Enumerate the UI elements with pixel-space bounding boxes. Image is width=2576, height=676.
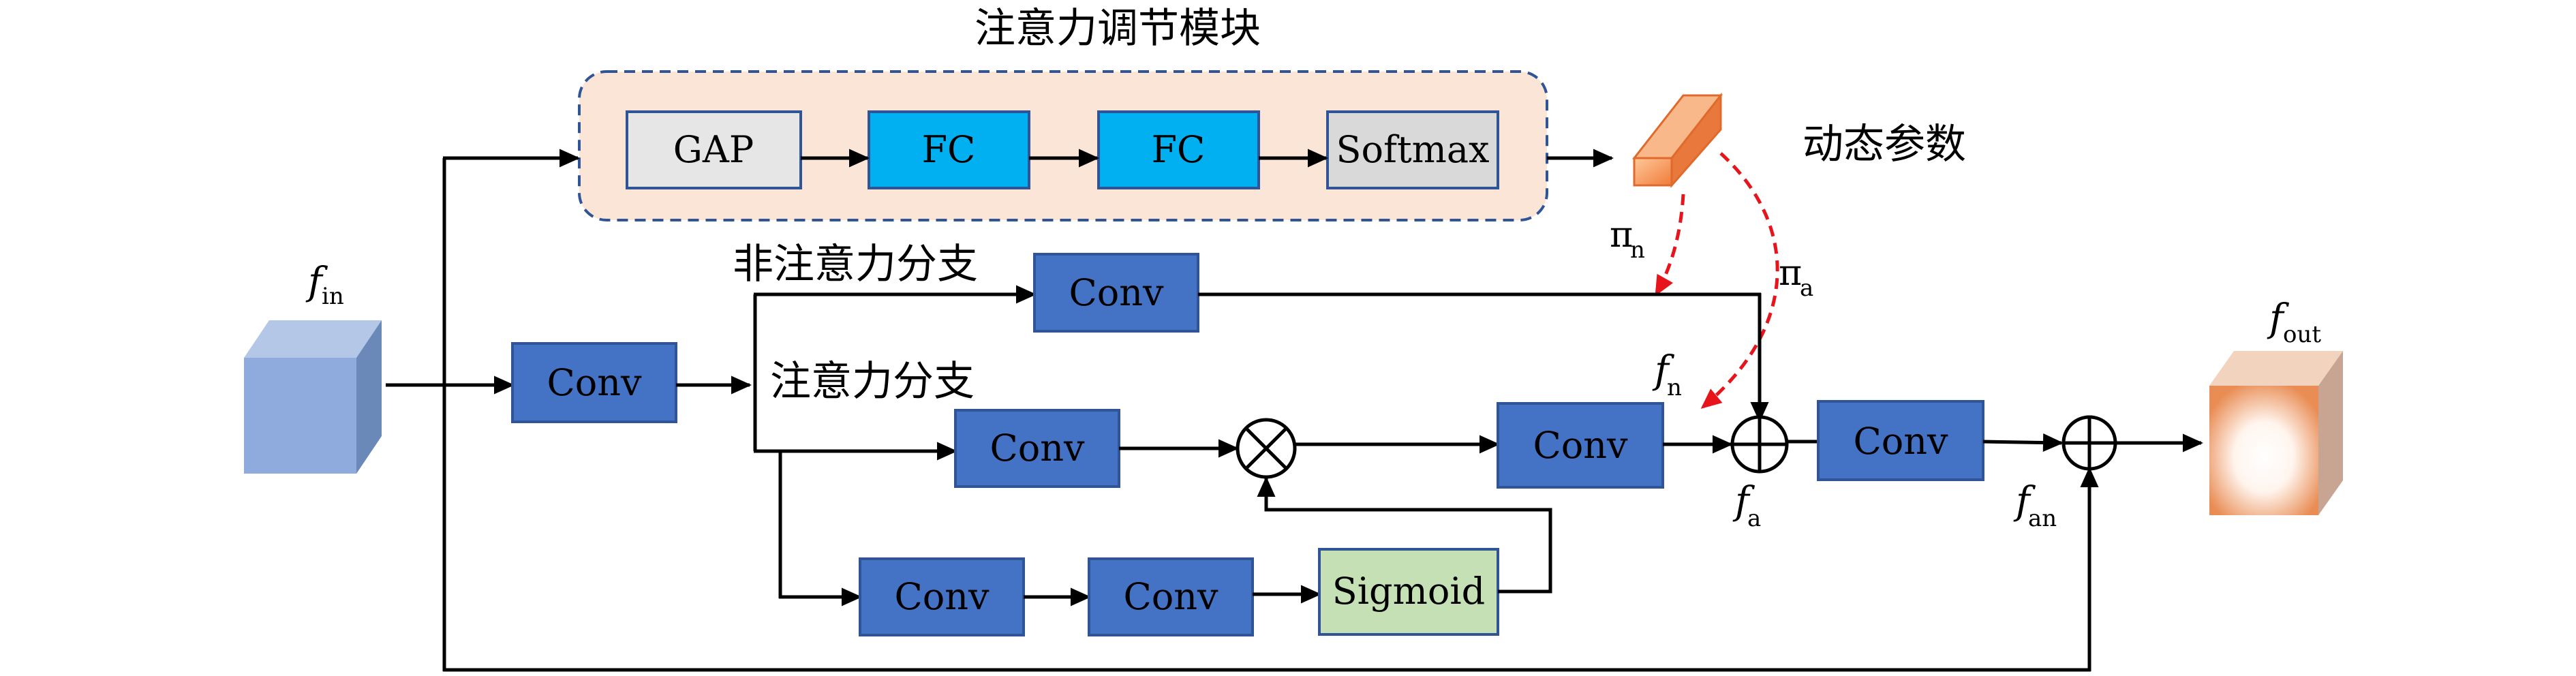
softmax-block: Softmax [1326, 110, 1499, 189]
svg-text:a: a [1800, 275, 1813, 302]
pi-n-label: π n [1610, 215, 1645, 264]
svg-text:π: π [1610, 215, 1633, 256]
conv-block-sig-1: Conv [859, 557, 1025, 636]
conv-block-out: Conv [1817, 400, 1984, 481]
attention-branch-label: 注意力分支 [770, 358, 975, 405]
sigmoid-label: Sigmoid [1332, 570, 1485, 613]
conv-label: Conv [547, 361, 642, 404]
conv-label: Conv [990, 427, 1085, 470]
multiply-operator [1236, 418, 1297, 479]
attention-module-container [578, 70, 1548, 221]
module-title: 注意力调节模块 [975, 5, 1261, 52]
conv-label: Conv [1853, 420, 1948, 463]
red-arrow-pi-n [1654, 194, 1685, 296]
gap-label: GAP [673, 128, 754, 171]
fc-block-1: FC [868, 110, 1030, 189]
f-an-label: f an [2013, 479, 2057, 532]
arrow-conv-add2 [1982, 433, 2064, 452]
fc-block-2: FC [1097, 110, 1260, 189]
softmax-label: Softmax [1336, 128, 1489, 171]
conv-block-attention: Conv [954, 409, 1120, 488]
dynamic-param-bar [1631, 92, 1723, 188]
svg-text:n: n [1667, 374, 1682, 401]
svg-text:a: a [1747, 505, 1761, 532]
conv-block-sig-2: Conv [1088, 557, 1254, 636]
conv-label: Conv [1533, 424, 1628, 467]
dynamic-params-label: 动态参数 [1803, 121, 1966, 168]
add-operator-1 [1730, 415, 1789, 474]
gap-block: GAP [626, 110, 802, 189]
sigmoid-feedback [1257, 476, 1552, 594]
pi-a-label: π a [1779, 253, 1813, 302]
fc1-label: FC [922, 128, 976, 171]
f-out-label: f out [2267, 296, 2321, 348]
conv-label: Conv [894, 575, 990, 618]
add-operator-2 [2061, 415, 2117, 471]
svg-text:n: n [1630, 236, 1645, 264]
f-a-label: f a [1732, 479, 1761, 532]
non-attention-branch-label: 非注意力分支 [733, 241, 978, 288]
conv-label: Conv [1069, 271, 1164, 314]
f-n-label: f n [1652, 348, 1682, 401]
svg-text:π: π [1779, 253, 1802, 294]
input-feature-cube [244, 320, 382, 474]
svg-text:an: an [2028, 505, 2057, 532]
conv-block-input: Conv [511, 342, 677, 423]
conv-block-non-attention: Conv [1033, 253, 1199, 333]
conv-label: Conv [1123, 575, 1218, 618]
fc2-label: FC [1152, 128, 1206, 171]
f-in-label: f in [305, 260, 344, 310]
conv-block-fn: Conv [1497, 402, 1664, 489]
svg-text:in: in [322, 283, 344, 310]
sigmoid-block: Sigmoid [1318, 548, 1499, 636]
output-feature-cube [2209, 351, 2343, 515]
red-arrow-pi-a [1700, 152, 1779, 409]
svg-text:out: out [2283, 321, 2321, 348]
